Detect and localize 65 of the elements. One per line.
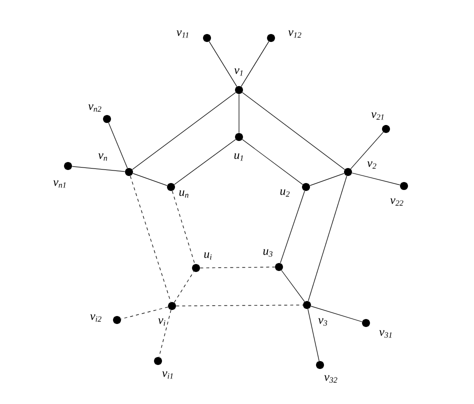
- vertex-dot: [316, 361, 324, 369]
- vertex-label: v$_{i2}$: [90, 314, 102, 322]
- edge-line: [158, 310, 172, 358]
- edge-line: [72, 166, 126, 172]
- edge-line: [174, 139, 236, 185]
- edge-line: [352, 172, 400, 186]
- vertex-dot: [154, 357, 162, 365]
- vertex-dot: [192, 264, 200, 272]
- vertex-dot: [400, 182, 408, 190]
- vertex-label: v$_{12}$: [288, 30, 302, 38]
- edge-line: [172, 190, 196, 264]
- edge-line: [132, 92, 236, 170]
- vertex-dot: [382, 125, 390, 133]
- edge-line: [120, 306, 168, 320]
- vertex-label: u$_{2}$: [280, 189, 290, 197]
- vertex-label: v$_{32}$: [324, 375, 338, 383]
- vertex-label: v$_{i}$: [158, 318, 166, 326]
- edge-line: [308, 176, 348, 302]
- vertex-dot: [275, 263, 283, 271]
- vertex-dot: [235, 86, 243, 94]
- vertex-label: v$_{21}$: [371, 112, 384, 120]
- vertex-dot: [203, 34, 211, 42]
- vertex-dot: [167, 183, 175, 191]
- edge-line: [310, 173, 344, 186]
- vertex-label: v$_{22}$: [390, 198, 404, 206]
- edge-line: [310, 306, 362, 322]
- edge-line: [242, 92, 345, 170]
- vertex-label: v$_{n1}$: [53, 180, 66, 188]
- vertex-dot: [168, 302, 176, 310]
- edge-line: [176, 304, 304, 306]
- vertex-label: u$_{1}$: [234, 153, 243, 161]
- vertex-label: v$_{31}$: [379, 330, 392, 338]
- edge-line: [238, 94, 240, 134]
- edge-line: [200, 266, 276, 268]
- vertex-dot: [267, 34, 275, 42]
- vertex-dot: [362, 319, 370, 327]
- vertex-label: u$_{i}$: [204, 252, 212, 260]
- edge-line: [130, 176, 172, 302]
- vertex-dot: [64, 162, 72, 170]
- vertex-label: v$_{n}$: [98, 153, 108, 161]
- vertex-label: v$_{i1}$: [162, 371, 173, 379]
- edge-line: [350, 132, 384, 170]
- vertex-dot: [103, 115, 111, 123]
- vertex-label: u$_{3}$: [263, 249, 272, 257]
- edge-line: [281, 270, 305, 302]
- vertex-dot: [113, 316, 121, 324]
- vertex-dot: [303, 301, 311, 309]
- edge-line: [108, 122, 128, 168]
- edge-line: [240, 41, 270, 87]
- edge-line: [208, 41, 238, 87]
- edge-line: [280, 190, 305, 264]
- vertex-label: v$_{2}$: [367, 161, 376, 169]
- vertex-dot: [125, 168, 133, 176]
- edge-line: [132, 173, 168, 186]
- vertex-dot: [302, 183, 310, 191]
- edge-line: [174, 271, 194, 303]
- vertex-label: v$_{3}$: [318, 318, 328, 326]
- vertex-dot: [344, 168, 352, 176]
- vertex-label: u$_{n}$: [179, 190, 188, 198]
- edge-line: [242, 139, 303, 185]
- vertex-label: v$_{n2}$: [88, 104, 102, 112]
- vertex-label: v$_{11}$: [176, 30, 188, 38]
- vertex-label: v$_{1}$: [234, 68, 243, 76]
- vertex-dot: [235, 133, 243, 141]
- edge-line: [308, 308, 320, 362]
